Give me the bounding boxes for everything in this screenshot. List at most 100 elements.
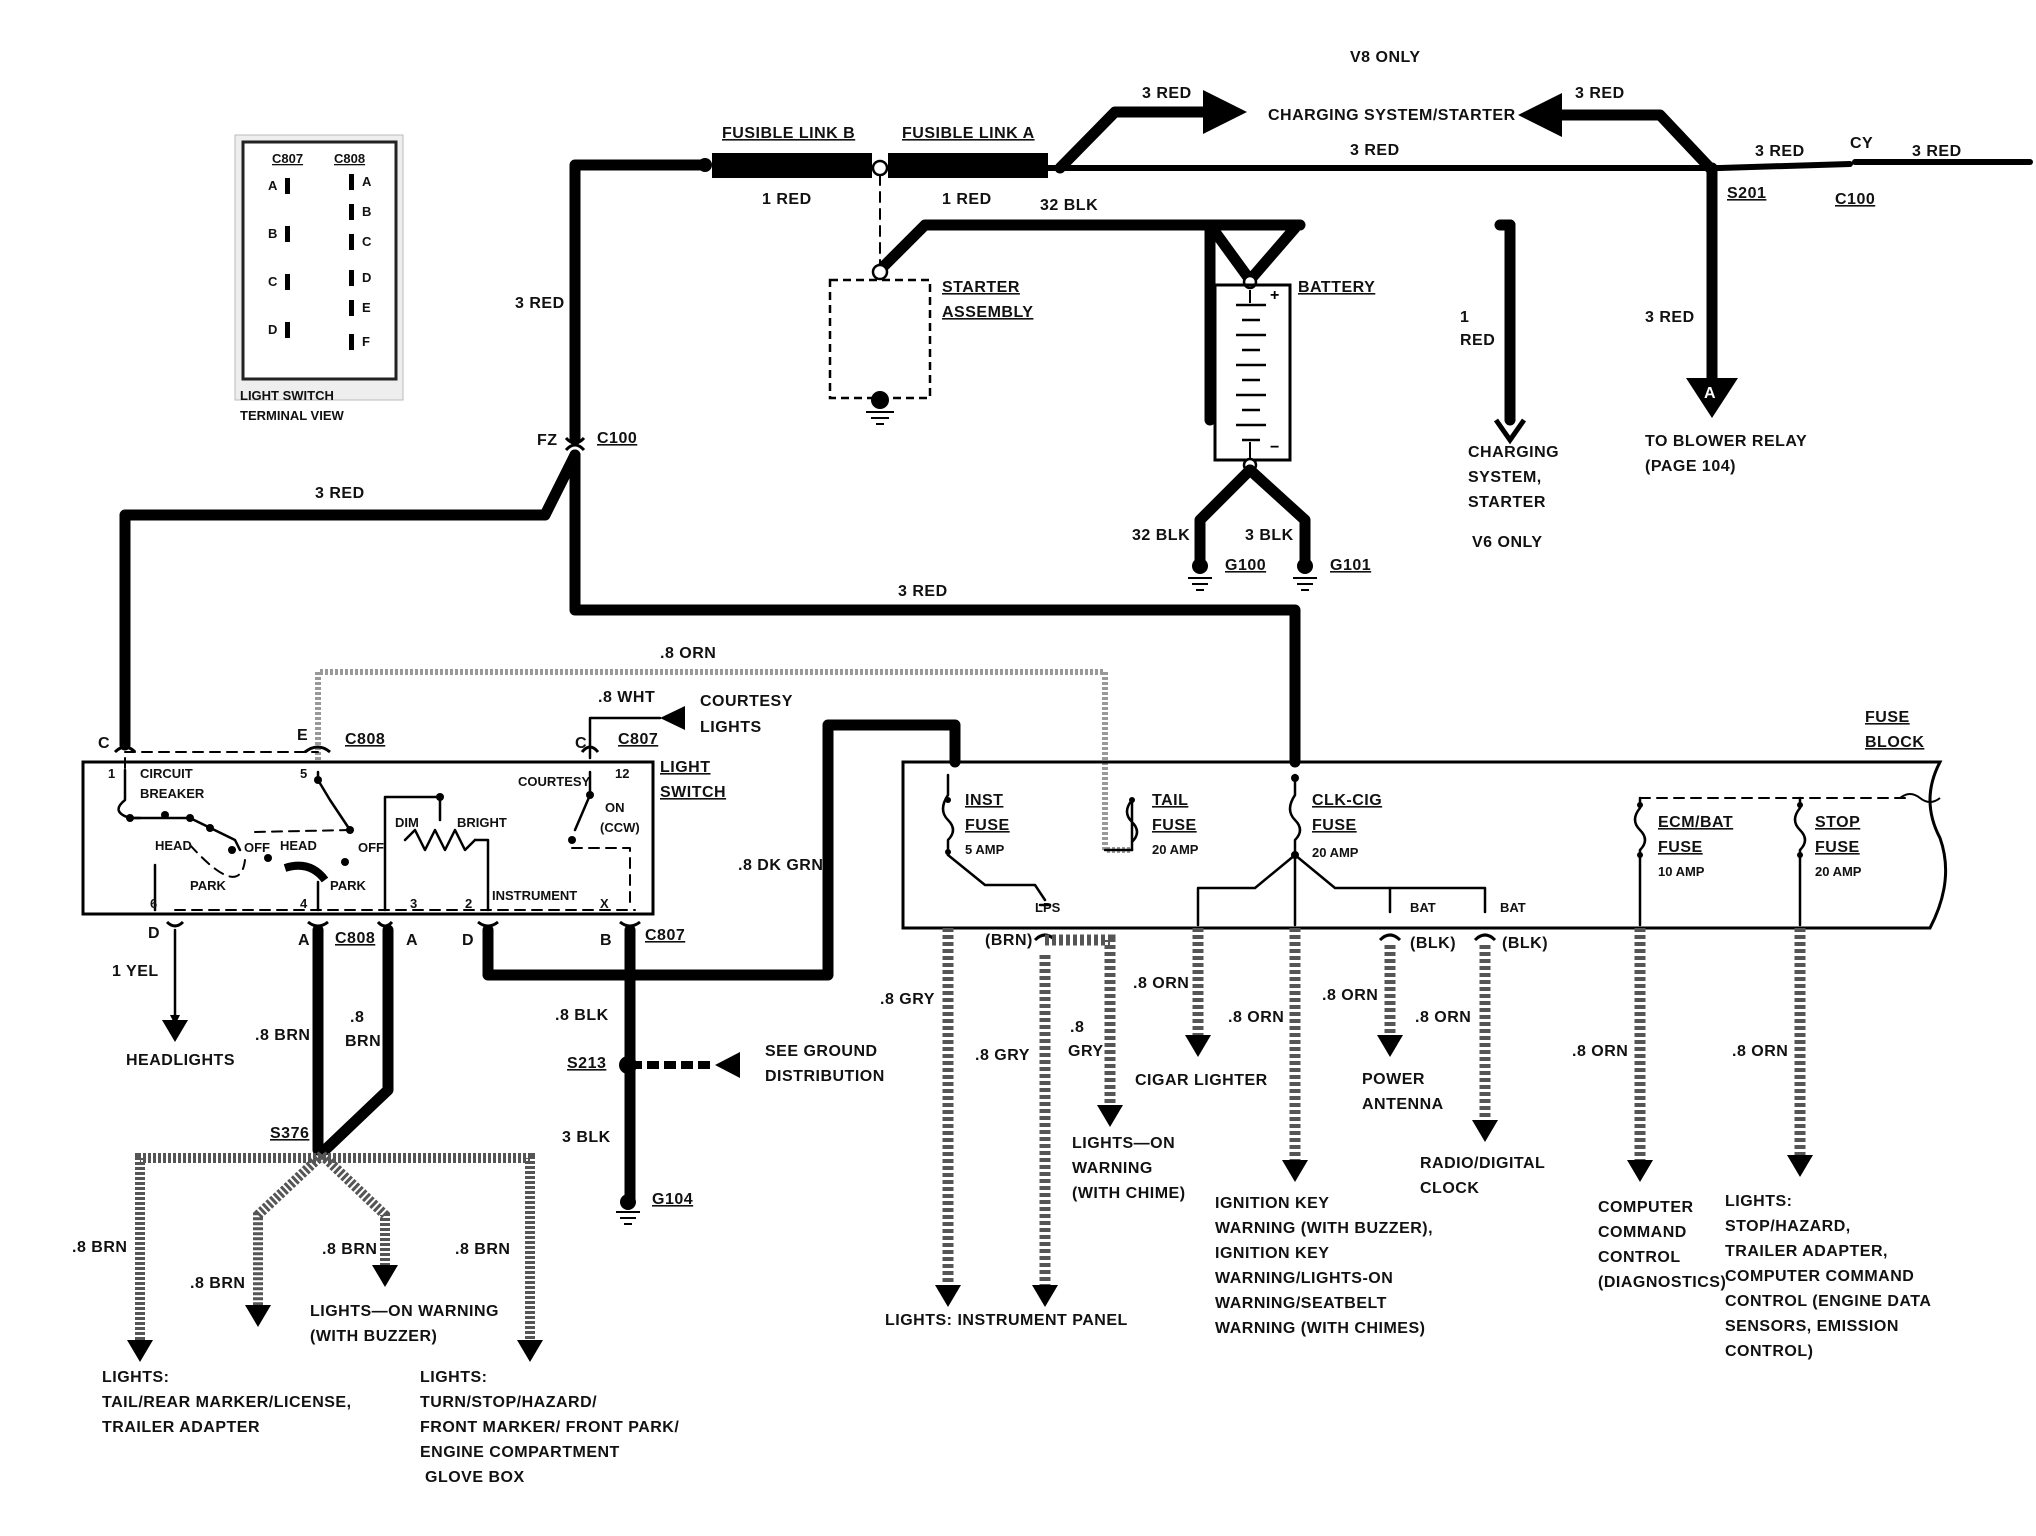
ecm-fuse-2: FUSE <box>1658 839 1703 856</box>
pin-label: D <box>268 322 277 337</box>
wire-battery-g100 <box>1194 464 1256 566</box>
stop-fuse-2: FUSE <box>1815 839 1860 856</box>
arrow-icon <box>1377 1035 1403 1057</box>
lights-instrument-label: LIGHTS: INSTRUMENT PANEL <box>885 1312 1128 1329</box>
wire-to-charging-right <box>1518 93 1716 174</box>
lights-on-buzzer-2: (WITH BUZZER) <box>310 1328 437 1345</box>
arrow-icon <box>1787 1155 1813 1177</box>
pin2-label: 2 <box>465 896 472 911</box>
lower-left-outputs: 1 YEL HEADLIGHTS .8 BRN .8 BRN S376 .8 B… <box>72 924 885 1486</box>
brn-label: (BRN) <box>985 932 1033 949</box>
v8-only-label: V8 ONLY <box>1350 49 1421 66</box>
clk-cig-to-cigar <box>1196 853 1297 927</box>
battery-box <box>1213 283 1292 462</box>
power-antenna-1: POWER <box>1362 1071 1425 1088</box>
see-ground-1: SEE GROUND <box>765 1043 878 1060</box>
pin-label: B <box>362 204 371 219</box>
fusible-link-a-label: FUSIBLE LINK A <box>902 125 1035 142</box>
s201-label: S201 <box>1727 185 1766 202</box>
fz-label: FZ <box>537 432 558 449</box>
stop-fuse-icon <box>1793 796 1807 927</box>
svg-text:−: − <box>1270 439 1279 456</box>
g104-label: G104 <box>652 1191 693 1208</box>
clk-cig-fuse-icon <box>1288 773 1302 857</box>
ccw-label: (CCW) <box>600 820 640 835</box>
lights-on-chime-2: WARNING <box>1072 1160 1153 1177</box>
pin4-label: 4 <box>300 896 308 911</box>
see-ground-2: DISTRIBUTION <box>765 1068 885 1085</box>
top-power-section: V8 ONLY CY 3 RED C100 3 RED S201 FUSIBLE… <box>119 49 2033 768</box>
instrument-label: INSTRUMENT <box>492 888 577 903</box>
charging-system-starter-label: CHARGING SYSTEM/STARTER <box>1268 107 1516 124</box>
courtesy-lights-1: COURTESY <box>700 693 793 710</box>
connector-a-arrow <box>1686 378 1738 418</box>
pin-d-bottom2: D <box>462 932 474 949</box>
connector-a-label: A <box>1704 385 1716 402</box>
ecm-fuse-3: 10 AMP <box>1658 864 1705 879</box>
fusible-link-a <box>888 153 1048 178</box>
pin5-label: 5 <box>300 766 307 781</box>
g104-ground-dot <box>620 1194 636 1210</box>
g101-label: G101 <box>1330 557 1371 574</box>
blk32-g100-label: 32 BLK <box>1132 527 1190 544</box>
battery-cells-icon: + − <box>1236 287 1279 458</box>
v6-only-label: V6 ONLY <box>1472 534 1543 551</box>
arrow-icon <box>1185 1035 1211 1057</box>
s213-splice <box>619 1056 637 1074</box>
radio-1: RADIO/DIGITAL <box>1420 1155 1545 1172</box>
c807-bottom-label: C807 <box>645 927 685 944</box>
gry-b-label: .8 GRY <box>975 1047 1030 1064</box>
fuse-block: FUSE BLOCK LPS INST FUSE 5 AMP TAIL FUSE… <box>901 709 1948 952</box>
rheostat-icon <box>403 828 477 852</box>
circuit-breaker-symbol <box>117 768 142 820</box>
wire-battery-g101 <box>1244 464 1311 566</box>
brn-a-label: .8 BRN <box>255 1027 310 1044</box>
red3-blower-label: 3 RED <box>1645 309 1695 326</box>
bright-label: BRIGHT <box>457 815 507 830</box>
arrow-icon <box>127 1340 153 1362</box>
brn-b2-label: BRN <box>345 1033 381 1050</box>
fuse-block-title-1: FUSE <box>1865 709 1910 726</box>
switch-dash-center <box>254 829 351 833</box>
wire-courtesy <box>588 716 662 760</box>
radio-2: CLOCK <box>1420 1180 1479 1197</box>
internal-dashed-top <box>124 751 319 771</box>
wire-battery-top <box>874 219 1216 426</box>
c100-left-label: C100 <box>597 430 637 447</box>
fuse-block-title-2: BLOCK <box>1865 734 1924 751</box>
wire-gry-c <box>1045 934 1116 1110</box>
terminal-c807-label: C807 <box>272 151 303 166</box>
terminal-caption-2: TERMINAL VIEW <box>240 408 344 423</box>
light-switch: .8 ORN .8 WHT COURTESY LIGHTS C E C808 C… <box>81 645 1132 981</box>
charging-label-1: CHARGING <box>1468 444 1559 461</box>
computer-1: COMPUTER <box>1598 1199 1694 1216</box>
lights-tail-1: LIGHTS: <box>102 1369 170 1386</box>
stop-lights-3: TRAILER ADAPTER, <box>1725 1243 1888 1260</box>
inst-fuse-icon <box>941 773 955 857</box>
power-antenna-2: ANTENNA <box>1362 1096 1444 1113</box>
orn-d-label: .8 ORN <box>1415 1009 1471 1026</box>
yel-label: 1 YEL <box>112 963 159 980</box>
red3-left-label: 3 RED <box>515 295 565 312</box>
pin1-label: 1 <box>108 766 115 781</box>
c808-top-label: C808 <box>345 731 385 748</box>
arrow-icon <box>1032 1285 1058 1307</box>
link-b-wire-label: 1 RED <box>762 191 812 208</box>
lights-on-chime-3: (WITH CHIME) <box>1072 1185 1186 1202</box>
g100-ground-dot <box>1192 558 1208 574</box>
ecm-fuse-1: ECM/BAT <box>1658 814 1733 831</box>
orn-c-label: .8 ORN <box>1322 987 1378 1004</box>
blk-3-label: 3 BLK <box>562 1129 611 1146</box>
g101-ground-dot <box>1297 558 1313 574</box>
head1-label: HEAD <box>155 838 192 853</box>
red1-b: RED <box>1460 332 1495 349</box>
arrow-icon <box>1097 1105 1123 1127</box>
tail-fuse-3: 20 AMP <box>1152 842 1199 857</box>
red3-left2-label: 3 RED <box>315 485 365 502</box>
terminal-c808-label: C808 <box>334 151 365 166</box>
brn-b1-label: .8 <box>350 1009 364 1026</box>
connector-top-icon <box>113 745 600 754</box>
dim-label: DIM <box>395 815 419 830</box>
bat2-label: BAT <box>1500 900 1526 915</box>
